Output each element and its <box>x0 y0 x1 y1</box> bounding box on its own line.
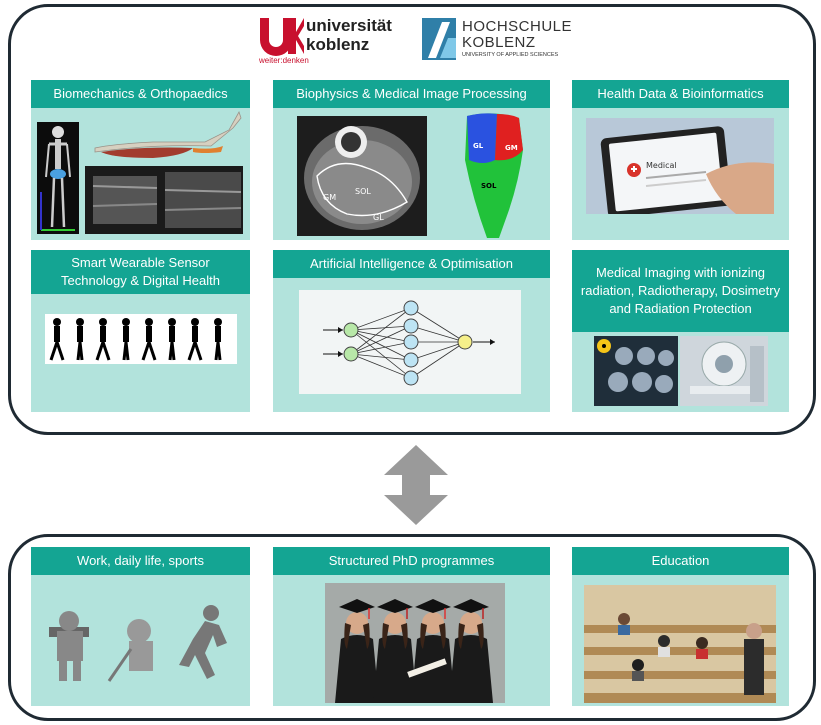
nn-hidden-node <box>403 370 419 386</box>
nn-connection <box>350 325 412 355</box>
muscle-3d-model: GL GM SOL <box>453 110 535 240</box>
hs-tagline: UNIVERSITY OF APPLIED SCIENCES <box>462 52 559 58</box>
radiotherapy-machine-image <box>680 336 768 406</box>
graduate-figure <box>449 599 493 703</box>
hs-logo-mark <box>422 18 456 60</box>
nn-arrowhead <box>338 327 343 333</box>
walking-figure <box>95 318 111 361</box>
nn-output-node <box>457 334 473 350</box>
panel-title: Biomechanics & Orthopaedics <box>31 80 250 108</box>
walking-figure <box>141 318 157 361</box>
ultrasound-image <box>85 166 243 234</box>
nn-hidden-node <box>403 352 419 368</box>
panel-title: Health Data & Bioinformatics <box>572 80 789 108</box>
panel-title: Work, daily life, sports <box>31 547 250 575</box>
hs-name-line2: KOBLENZ <box>462 34 536 51</box>
mri-label-gm: GM <box>323 193 336 202</box>
nn-connection <box>350 329 412 361</box>
uk-name-line2: koblenz <box>306 35 370 54</box>
uk-tagline: weiter:denken <box>259 56 309 65</box>
lecture-hall-photo <box>584 585 776 703</box>
mri-label-sol: SOL <box>355 187 371 196</box>
nn-hidden-node <box>403 334 419 350</box>
panel-title: Education <box>572 547 789 575</box>
panel-title: Structured PhD programmes <box>273 547 550 575</box>
nn-connection <box>350 307 412 355</box>
nn-connection <box>410 341 466 361</box>
hs-name-line1: HOCHSCHULE <box>462 18 573 35</box>
panel-biophysics: Biophysics & Medical Image Processing GM… <box>273 80 550 240</box>
nn-connection <box>350 353 412 379</box>
nn-connection <box>350 341 412 355</box>
mri-label-gl: GL <box>373 213 384 222</box>
nn-input-node <box>343 322 359 338</box>
panel-title: Biophysics & Medical Image Processing <box>273 80 550 108</box>
double-arrow-icon <box>384 445 448 525</box>
nn-connection <box>350 307 412 331</box>
uk-name-line1: universität <box>306 16 392 35</box>
nn-connection <box>410 325 466 343</box>
tablet-text: Medical <box>646 161 677 170</box>
leg-muscle-image <box>93 108 243 162</box>
hs-logo: HOCHSCHULE KOBLENZ UNIVERSITY OF APPLIED… <box>422 18 572 64</box>
neural-network-diagram <box>299 290 521 394</box>
activity-figures-image <box>39 591 245 691</box>
nn-connection <box>350 325 412 331</box>
panel-wearables: Smart Wearable Sensor Technology & Digit… <box>31 250 250 412</box>
graduate-figure <box>335 599 379 703</box>
panel-work-daily-life: Work, daily life, sports <box>31 547 250 706</box>
model-label-gm: GM <box>505 144 518 152</box>
walking-figure <box>187 318 203 361</box>
nn-arrowhead <box>338 351 343 357</box>
walking-figure <box>49 318 65 361</box>
nn-connection <box>410 307 466 343</box>
uk-logo: universität koblenz weiter:denken <box>258 14 408 70</box>
nn-connection <box>410 341 466 379</box>
panel-health-data: Health Data & Bioinformatics Medical <box>572 80 789 240</box>
graduate-figure <box>411 599 455 703</box>
mri-image: GM SOL GL <box>297 116 427 236</box>
nn-hidden-node <box>403 318 419 334</box>
uk-logo-mark <box>260 18 304 56</box>
diploma-scroll <box>407 658 447 678</box>
nn-connection <box>350 329 412 379</box>
panel-medical-imaging: Medical Imaging with ionizing radiation,… <box>572 250 789 412</box>
nn-hidden-node <box>403 300 419 316</box>
nn-connection <box>350 329 412 343</box>
panel-title: Medical Imaging with ionizing radiation,… <box>572 250 789 332</box>
ct-scans-image <box>594 336 678 406</box>
nn-arrowhead <box>490 339 495 345</box>
tablet-photo: Medical <box>586 118 774 214</box>
panel-education: Education <box>572 547 789 706</box>
walking-figure <box>214 318 222 361</box>
panel-phd-programmes: Structured PhD programmes <box>273 547 550 706</box>
model-label-sol: SOL <box>481 182 497 190</box>
walking-figure <box>168 318 176 361</box>
panel-title: Smart Wearable Sensor Technology & Digit… <box>31 250 250 294</box>
applications-frame <box>8 534 816 721</box>
panel-biomechanics: Biomechanics & Orthopaedics <box>31 80 250 240</box>
gait-sequence-image <box>45 314 237 364</box>
walking-figure <box>122 318 130 361</box>
skeleton-image <box>37 122 79 234</box>
research-areas-frame <box>8 4 816 435</box>
panel-title: Artificial Intelligence & Optimisation <box>273 250 550 278</box>
graduate-figure <box>373 599 417 703</box>
walking-figure <box>76 318 84 361</box>
nn-input-node <box>343 346 359 362</box>
graduates-photo <box>325 583 505 703</box>
panel-ai: Artificial Intelligence & Optimisation <box>273 250 550 412</box>
nn-connection <box>350 353 412 361</box>
model-label-gl: GL <box>473 142 484 150</box>
